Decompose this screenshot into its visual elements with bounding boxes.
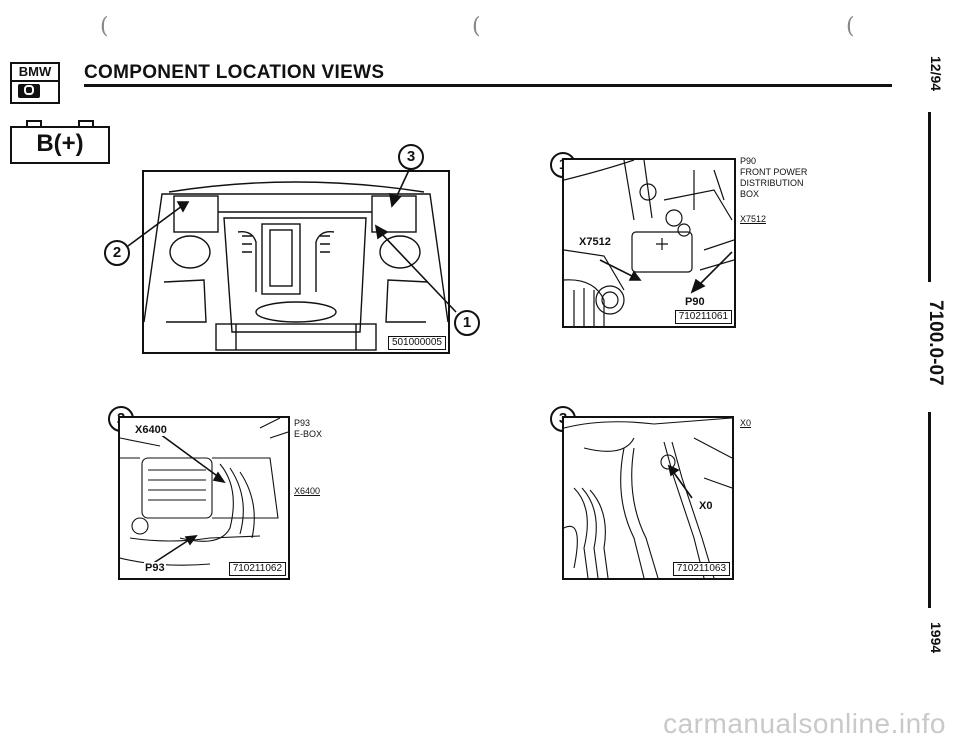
battery-label: B(+) [36,130,84,157]
label-p93: P93 [144,562,166,574]
figure-ref-number: 710211061 [674,310,732,324]
side-rule [928,112,931,282]
callout-line: BOX [740,189,760,199]
side-section-code: 7100.0-07 [925,300,946,386]
bmw-8-logo: BMW [10,62,60,104]
side-year: 1994 [928,622,944,654]
scan-mark: ( [846,14,855,39]
page-title: COMPONENT LOCATION VIEWS [84,62,385,83]
callout-x7512: X7512 [740,214,767,224]
callout-x0: X0 [740,418,752,428]
side-rule [928,412,931,608]
label-p90: P90 [684,296,706,308]
battery-post-icon [26,120,42,128]
callout-line: FRONT POWER [740,167,808,177]
label-x0: X0 [698,500,714,512]
engine-bay-overview-figure: 501000005 [142,170,450,354]
battery-post-icon [78,120,94,128]
fig3-ground-point: X0 710211063 [562,416,734,580]
callout-line: DISTRIBUTION [740,178,804,188]
callout-2: 2 [104,240,130,266]
scan-mark: ( [100,14,109,39]
callout-p90: P90 [740,156,757,166]
figure-ref-number: 710211063 [672,562,730,576]
fig1-callout-text: P90 FRONT POWER DISTRIBUTION BOX X7512 [740,156,830,225]
callout-x6400: X6400 [294,486,321,496]
fig2-e-box: X6400 P93 710211062 [118,416,290,580]
engine-bay-drawing [144,181,448,351]
battery-symbol: B(+) [10,120,110,164]
label-x6400: X6400 [134,424,168,436]
fig1-drawing [564,160,734,326]
header-divider [84,84,892,87]
callout-leaders [127,167,457,313]
logo-text: BMW [12,64,58,82]
logo-8-mark [18,84,40,98]
side-date: 12/94 [928,56,944,92]
fig3-drawing [564,418,732,578]
label-x7512: X7512 [578,236,612,248]
fig1-power-distribution-box: X7512 P90 710211061 [562,158,736,328]
callout-e-box: E-BOX [294,429,323,439]
scan-mark: ( [472,14,481,39]
callout-p93: P93 [294,418,311,428]
callout-3: 3 [398,144,424,170]
fig2-drawing [120,418,288,566]
site-watermark: carmanualsonline.info [663,708,946,739]
callout-1: 1 [454,310,480,336]
figure-ref-number: 710211062 [228,562,286,576]
fig2-callout-text: P93 E-BOX [294,418,322,440]
figure-ref-number: 501000005 [387,336,446,350]
